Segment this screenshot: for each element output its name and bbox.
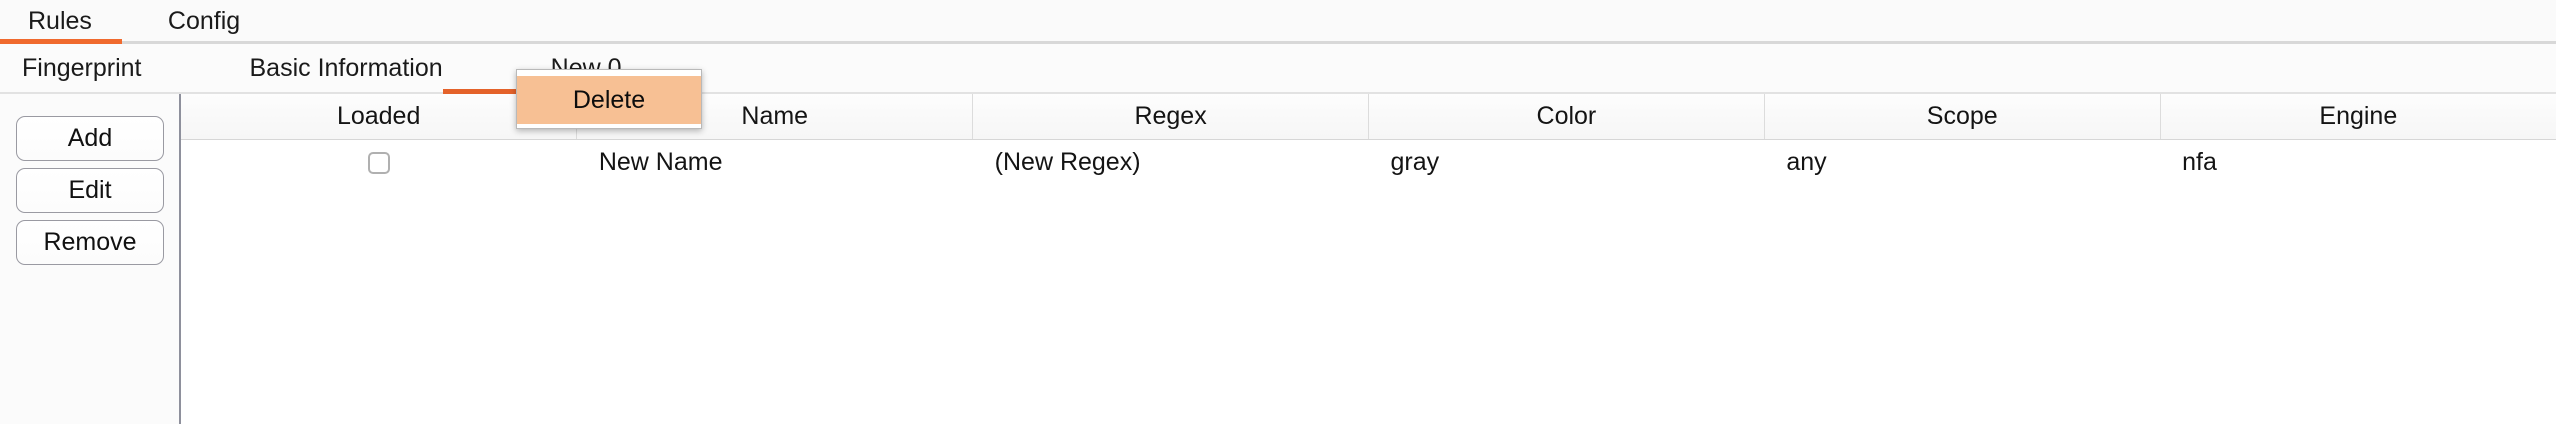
add-button[interactable]: Add: [16, 116, 164, 161]
rules-table-header: Loaded Name Regex Color Scope Engine: [181, 94, 2556, 140]
rules-table-container: Loaded Name Regex Color Scope Engine New…: [181, 94, 2556, 424]
cell-engine: nfa: [2160, 139, 2556, 185]
tab-fingerprint[interactable]: Fingerprint: [22, 54, 142, 82]
loaded-checkbox[interactable]: [367, 152, 390, 175]
tab-basic-information[interactable]: Basic Information: [249, 54, 443, 82]
tab-rules[interactable]: Rules: [28, 7, 92, 35]
cell-name: New Name: [576, 139, 973, 185]
table-row[interactable]: New Name (New Regex) gray any nfa: [181, 139, 2556, 185]
rule-action-button-panel: Add Edit Remove: [0, 94, 180, 424]
cell-loaded: [181, 139, 577, 185]
tab-config[interactable]: Config: [167, 7, 241, 35]
table-empty-filler: [181, 185, 2556, 231]
table-header-row: Loaded Name Regex Color Scope Engine: [181, 94, 2556, 140]
rules-table: Loaded Name Regex Color Scope Engine New…: [181, 94, 2556, 231]
context-menu-item-delete[interactable]: Delete: [517, 76, 701, 124]
secondary-tab-bar: Fingerprint Basic Information New 0: [0, 44, 2556, 94]
remove-button[interactable]: Remove: [16, 220, 164, 265]
panel-divider: [179, 94, 181, 424]
edit-button[interactable]: Edit: [16, 168, 164, 213]
cell-regex: (New Regex): [972, 139, 1369, 185]
column-header-loaded[interactable]: Loaded: [181, 94, 578, 140]
rules-panel: Add Edit Remove Loaded Name Regex Color …: [0, 94, 2556, 424]
column-header-scope[interactable]: Scope: [1764, 94, 2161, 140]
cell-color: gray: [1368, 139, 1765, 185]
primary-tab-list: Rules Config: [0, 0, 2556, 42]
primary-tab-bar: Rules Config: [0, 0, 2556, 44]
primary-tab-baseline: [0, 41, 2556, 44]
column-header-regex[interactable]: Regex: [972, 94, 1369, 140]
secondary-tab-active-indicator: [443, 89, 568, 94]
column-header-color[interactable]: Color: [1368, 94, 1765, 140]
secondary-tab-baseline: [0, 92, 2556, 94]
cell-scope: any: [1764, 139, 2161, 185]
rules-table-body: New Name (New Regex) gray any nfa: [181, 139, 2556, 231]
primary-tab-active-indicator: [0, 39, 122, 44]
context-menu: Delete: [516, 69, 702, 129]
column-header-engine[interactable]: Engine: [2160, 94, 2556, 140]
secondary-tab-list: Fingerprint Basic Information New 0: [0, 44, 2556, 92]
empty-area: [181, 185, 2556, 231]
